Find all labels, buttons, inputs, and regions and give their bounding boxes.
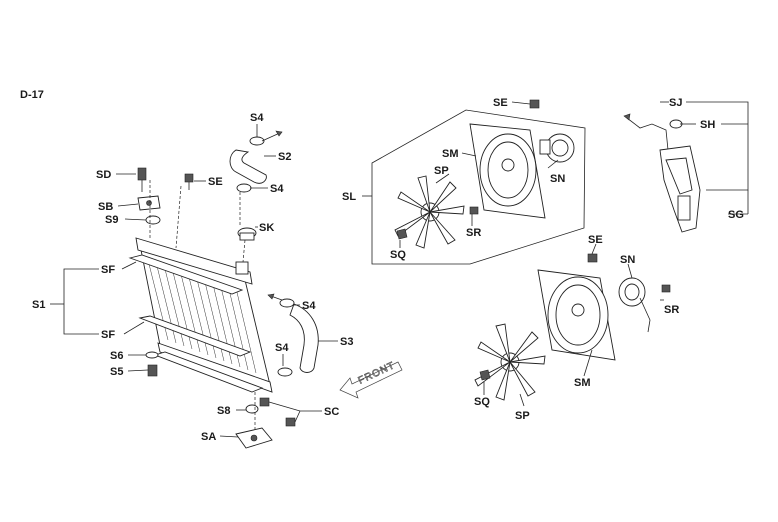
callout-sq-bottom: SQ — [474, 396, 490, 408]
callout-se-top: SE — [493, 97, 508, 109]
callout-s5: S5 — [110, 366, 123, 378]
callout-sn-right: SN — [620, 254, 635, 266]
seal-strip-upper — [128, 254, 244, 295]
callout-sr-top: SR — [466, 227, 481, 239]
nut-lower-fan — [479, 369, 491, 381]
seal-strip-lower — [138, 315, 252, 357]
hose-clamp-upper-2 — [236, 183, 252, 193]
lower-bracket — [235, 427, 273, 449]
rubber-grommet-upper — [145, 215, 161, 225]
callout-s8: S8 — [217, 405, 230, 417]
drain-washer — [145, 351, 159, 359]
callout-se-right: SE — [588, 234, 603, 246]
fan-motor-upper — [539, 133, 575, 163]
callout-sq-top: SQ — [390, 249, 406, 261]
screw-upper-fan — [469, 206, 479, 215]
callout-s4-low: S4 — [275, 342, 289, 354]
bracket-sg — [659, 145, 701, 233]
fan-shroud-upper — [469, 123, 546, 219]
bolt-upper-fan — [529, 99, 540, 109]
screw-lower-fan — [661, 284, 671, 293]
front-direction-arrow: FRONT — [339, 360, 403, 399]
callout-sf-bottom: SF — [101, 329, 115, 341]
bracket-bolt-1 — [259, 397, 270, 407]
callout-sc: SC — [324, 406, 339, 418]
hose-clamp-lower-1 — [279, 298, 295, 308]
fan-assembly-box-outline — [371, 109, 586, 265]
callout-sh: SH — [700, 119, 715, 131]
callout-sk: SK — [259, 222, 274, 234]
leader-lines — [50, 101, 749, 438]
hose-clamp-lower-2 — [277, 367, 293, 377]
callout-sd: SD — [96, 169, 111, 181]
callout-s3: S3 — [340, 336, 353, 348]
callout-se-left: SE — [208, 176, 223, 188]
lower-radiator-hose — [289, 303, 319, 373]
callout-sn-top: SN — [550, 173, 565, 185]
bolt-lower-fan — [587, 253, 598, 263]
radiator-cap — [237, 227, 257, 241]
callout-s6: S6 — [110, 350, 123, 362]
fan-shroud-lower — [537, 269, 616, 361]
page-label: D-17 — [20, 89, 44, 101]
callout-sg: SG — [728, 209, 744, 221]
fan-motor-lower — [618, 277, 651, 333]
callout-s4-hose: S4 — [302, 300, 316, 312]
bracket-bolt-2 — [285, 417, 296, 427]
callout-s4-mid: S4 — [270, 183, 284, 195]
callout-s4-top: S4 — [250, 112, 264, 124]
fan-blade-lower — [474, 323, 546, 401]
drain-plug — [147, 364, 158, 377]
callout-sb: SB — [98, 201, 113, 213]
bleed-screw — [137, 167, 147, 192]
callout-s2: S2 — [278, 151, 291, 163]
callout-sm-top: SM — [442, 148, 459, 160]
callout-sm-bottom: SM — [574, 377, 591, 389]
callout-sf-top: SF — [101, 264, 115, 276]
callout-sj: SJ — [669, 97, 682, 109]
callout-sa: SA — [201, 431, 216, 443]
hose-clamp-upper-1 — [249, 136, 265, 146]
callout-s9: S9 — [105, 214, 118, 226]
nut-upper-fan — [396, 228, 408, 240]
callout-sr-right: SR — [664, 304, 679, 316]
upper-bracket — [137, 195, 161, 211]
upper-radiator-hose — [229, 149, 267, 184]
callout-labels: SD SE SB S9 S4 S2 S4 SK SF S1 SF S6 S5 S… — [32, 97, 744, 443]
radiator-lower-support — [153, 351, 264, 393]
rubber-grommet-lower — [245, 404, 259, 414]
callout-s1: S1 — [32, 299, 45, 311]
bolt-upper-left — [184, 173, 194, 190]
wire-harness-sj — [623, 113, 669, 151]
callout-sp-top: SP — [434, 165, 449, 177]
callout-sl: SL — [342, 191, 356, 203]
callout-sp-bottom: SP — [515, 410, 530, 422]
